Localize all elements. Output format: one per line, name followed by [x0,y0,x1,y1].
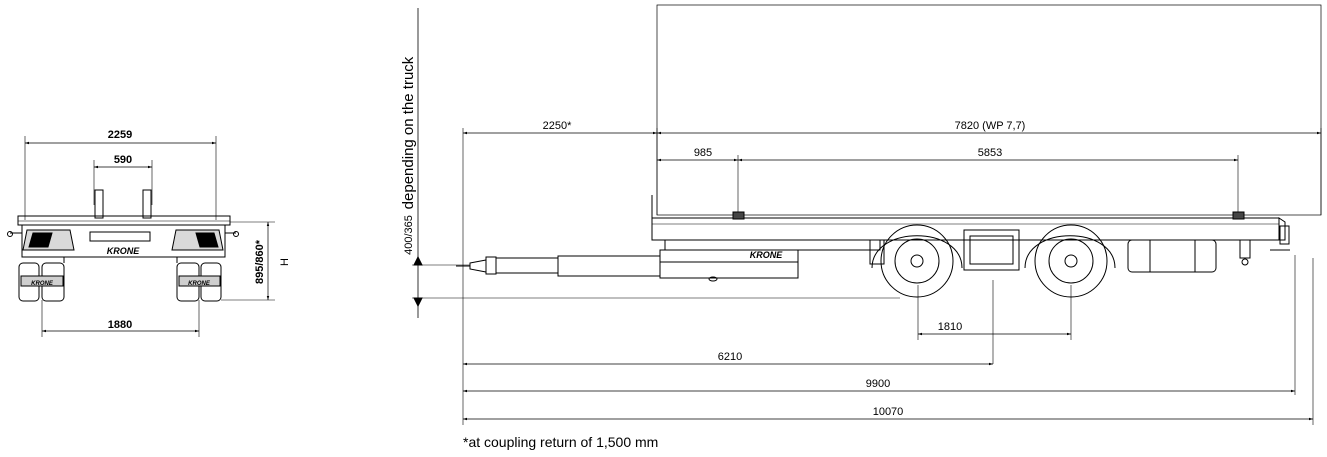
chassis-frame [651,195,1286,241]
drawbar-length-label: 2250* [543,120,572,132]
rear-bumper [21,224,226,258]
rear-width-overall-label: 2259 [108,129,132,141]
rear-wheel-logo-right: KRONE [188,281,211,287]
platform-length-label: 7820 (WP 7,7) [955,120,1026,132]
twist-lock-front [732,211,745,220]
spare-wheel-carrier [1127,239,1217,273]
lock-offset-label: 985 [694,147,712,159]
rear-view [7,136,275,337]
rear-height-symbol: H [279,258,291,266]
rear-width-inner-label: 590 [114,154,132,166]
rear-top-rail [17,215,231,226]
side-view [412,4,1322,425]
toolbox [963,229,1020,271]
footnote: *at coupling return of 1,500 mm [463,434,659,450]
wheel-front [880,224,954,298]
drawbar [456,249,799,282]
side-krone-logo: KRONE [750,250,783,260]
rear-track-width-label: 1880 [108,319,132,331]
overall-length-label: 10070 [873,406,904,418]
swap-body-outline [656,4,1322,216]
rear-upright-left [94,189,104,219]
lock-spacing-label: 5853 [978,147,1002,159]
length-9900-label: 9900 [866,378,890,390]
mudguard-rear [1024,235,1116,269]
wheel-rear [1034,224,1108,298]
twist-lock-rear [1232,211,1245,220]
coupling-height-text: depending on the truck [400,56,417,209]
rear-upright-right [142,189,152,219]
coupling-to-axle-label: 6210 [718,351,742,363]
license-plate-area [89,231,151,242]
axle-spacing-label: 1810 [938,321,962,333]
coupling-height-values: 400/365 [403,215,415,255]
rear-frame-height-label: 895/860* [254,239,266,284]
rear-wheel-logo-left: KRONE [31,281,54,287]
rear-krone-logo: KRONE [107,246,140,256]
mudguard-front [871,235,963,269]
